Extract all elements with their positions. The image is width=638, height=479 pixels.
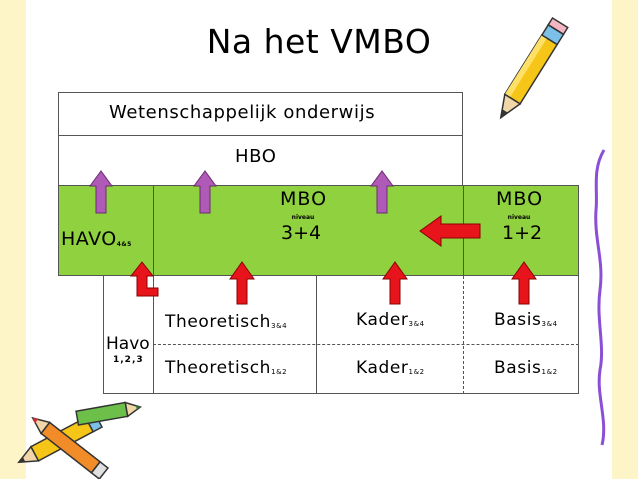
mbo-main-niveau: niveau <box>291 214 315 221</box>
hbo-label: HBO <box>235 146 277 167</box>
mbo-side-levels: 1+2 <box>502 222 543 244</box>
right-margin-band <box>612 0 638 479</box>
mbo-side-niveau: niveau <box>507 214 531 221</box>
havo-col-divider <box>153 276 154 394</box>
red-left-arrow-icon <box>419 215 481 247</box>
track-row-divider <box>153 344 579 345</box>
pencil-icon <box>499 16 569 120</box>
havo-sub: 4&5 <box>116 241 132 248</box>
track-kader-lower: Kader1&2 <box>356 358 425 378</box>
track-basis-upper: Basis3&4 <box>494 310 558 330</box>
track-kader-upper: Kader3&4 <box>356 310 425 330</box>
purple-arrow-icon <box>370 170 394 214</box>
havo-label: HAVO4&5 <box>61 228 132 250</box>
purple-arrow-icon <box>193 170 217 214</box>
red-up-arrow-icon <box>382 261 408 305</box>
red-up-arrow-icon <box>511 261 537 305</box>
mbo-main-levels: 3+4 <box>281 222 322 244</box>
mbo-main-title: MBO <box>280 188 328 210</box>
page-title: Na het VMBO <box>206 22 432 61</box>
kader-col-divider <box>316 276 317 394</box>
track-basis-lower: Basis1&2 <box>494 358 558 378</box>
mbo-side-title: MBO <box>496 188 544 210</box>
track-theoretisch-lower: Theoretisch1&2 <box>165 358 288 378</box>
havo-divider <box>153 185 154 276</box>
red-up-arrow-icon <box>229 261 255 305</box>
green-row <box>58 185 579 276</box>
red-bent-arrow-icon <box>129 261 159 297</box>
wo-label: Wetenschappelijk onderwijs <box>109 102 376 123</box>
purple-arrow-icon <box>89 170 113 214</box>
vmbo-table <box>103 276 579 394</box>
squiggle-line <box>594 149 606 446</box>
havo-lower-label: Havo <box>106 334 150 354</box>
left-margin-band <box>0 0 26 479</box>
basis-col-divider <box>463 276 464 394</box>
havo-years: 1,2,3 <box>113 355 144 365</box>
pencils-icon <box>17 401 142 479</box>
track-theoretisch-upper: Theoretisch3&4 <box>165 312 288 332</box>
